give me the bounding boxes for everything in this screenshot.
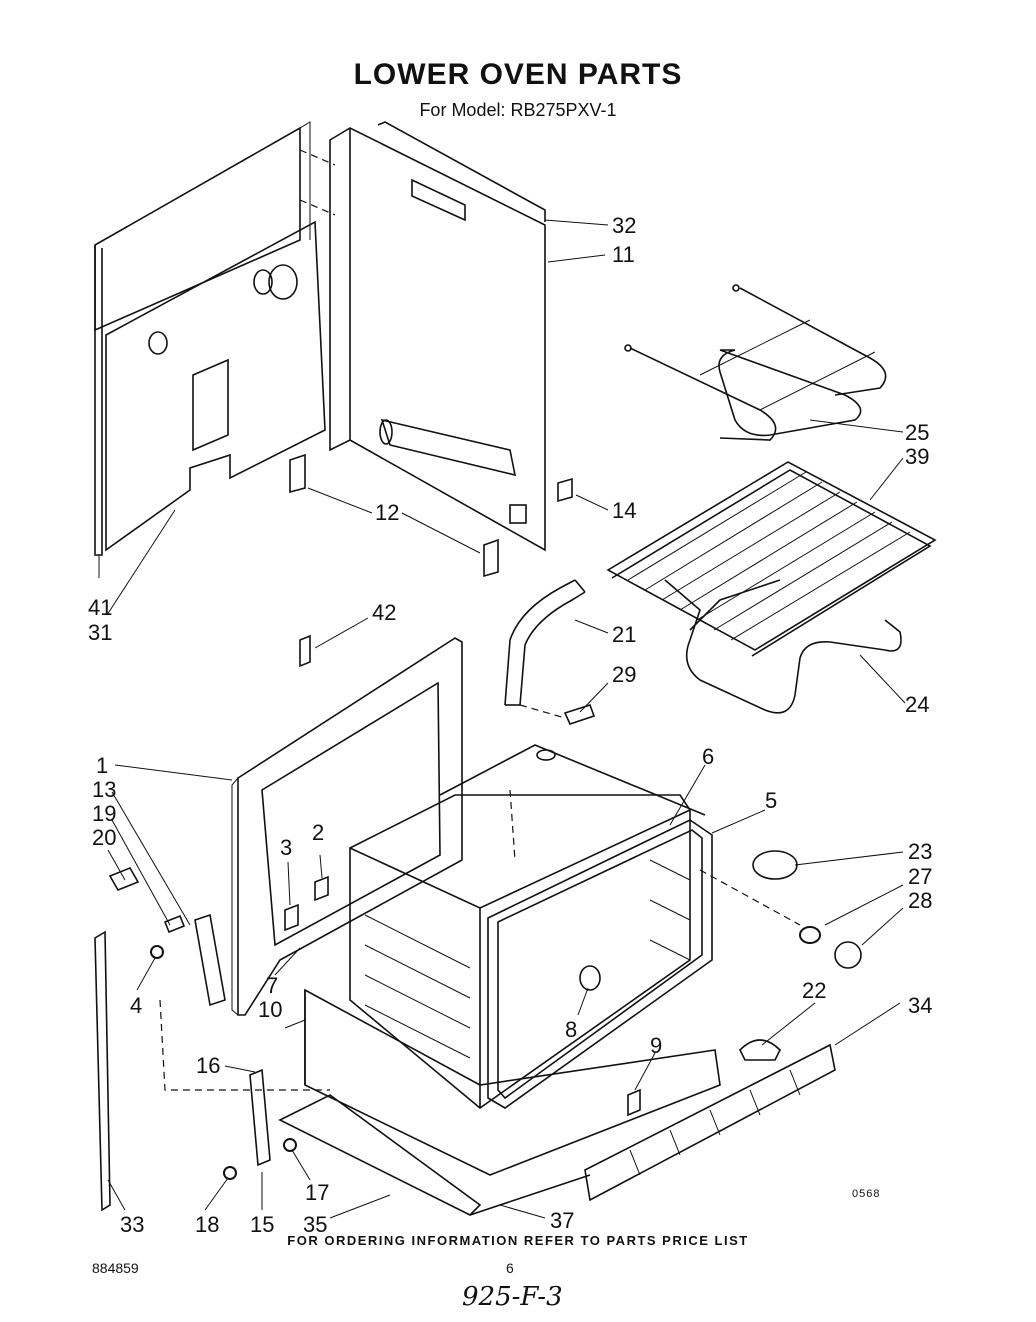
callout-18: 18 <box>195 1212 219 1237</box>
leader-lines <box>98 219 906 1219</box>
front-frame <box>231 637 463 1016</box>
callout-6: 6 <box>702 744 714 769</box>
callout-29: 29 <box>612 662 636 687</box>
callout-9: 9 <box>650 1033 662 1058</box>
callout-34: 34 <box>908 993 932 1018</box>
callout-41: 41 <box>88 595 112 620</box>
callout-37: 37 <box>550 1208 574 1233</box>
callout-7: 7 <box>266 973 278 998</box>
callout-5: 5 <box>765 788 777 813</box>
broil-element <box>624 284 887 441</box>
oven-sensor <box>519 704 596 725</box>
side-trim <box>94 930 111 1212</box>
callout-31: 31 <box>88 620 112 645</box>
vent-tube <box>504 579 586 706</box>
small-parts <box>150 789 862 1180</box>
callout-12: 12 <box>375 500 399 525</box>
callout-11: 11 <box>612 242 635 267</box>
callout-28: 28 <box>908 888 932 913</box>
callout-32: 32 <box>612 213 636 238</box>
ordering-note: FOR ORDERING INFORMATION REFER TO PARTS … <box>287 1233 749 1248</box>
callout-2: 2 <box>312 820 324 845</box>
callout-21: 21 <box>612 622 636 647</box>
panel-brackets <box>289 453 573 668</box>
callout-19: 19 <box>92 801 116 826</box>
oven-rack <box>606 461 937 657</box>
callout-1: 1 <box>96 753 108 778</box>
hinge-assembly <box>108 866 330 1167</box>
drawing-code: 0568 <box>852 1188 881 1200</box>
callout-39: 39 <box>905 444 929 469</box>
callout-25: 25 <box>905 420 929 445</box>
door-gasket <box>487 819 713 1109</box>
bake-element <box>664 579 902 714</box>
page-number: 6 <box>506 1260 514 1276</box>
callout-17: 17 <box>305 1180 329 1205</box>
side-panel <box>299 121 546 552</box>
oven-cavity <box>349 744 706 1110</box>
callout-4: 4 <box>130 993 142 1018</box>
callout-13: 13 <box>92 777 116 802</box>
model-subtitle: For Model: RB275PXV-1 <box>419 100 617 120</box>
callout-3: 3 <box>280 835 292 860</box>
callout-16: 16 <box>196 1053 220 1078</box>
callout-14: 14 <box>612 498 636 523</box>
document-number: 884859 <box>92 1260 139 1276</box>
callout-20: 20 <box>92 825 116 850</box>
callout-labels: 32 11 25 39 12 14 41 31 42 21 29 24 1 6 … <box>88 213 932 1237</box>
vent-grille <box>584 1043 836 1202</box>
page-title: LOWER OVEN PARTS <box>353 58 683 91</box>
callout-27: 27 <box>908 864 932 889</box>
callout-33: 33 <box>120 1212 144 1237</box>
callout-23: 23 <box>908 839 932 864</box>
drawer-body <box>304 988 721 1176</box>
callout-15: 15 <box>250 1212 274 1237</box>
bottom-pan <box>278 1094 591 1216</box>
callout-10: 10 <box>258 997 282 1022</box>
callout-35: 35 <box>303 1212 327 1237</box>
callout-42: 42 <box>372 600 396 625</box>
callout-24: 24 <box>905 692 929 717</box>
handwritten-note: 925-F-3 <box>462 1282 563 1312</box>
callout-22: 22 <box>802 978 826 1003</box>
callout-8: 8 <box>565 1017 577 1042</box>
